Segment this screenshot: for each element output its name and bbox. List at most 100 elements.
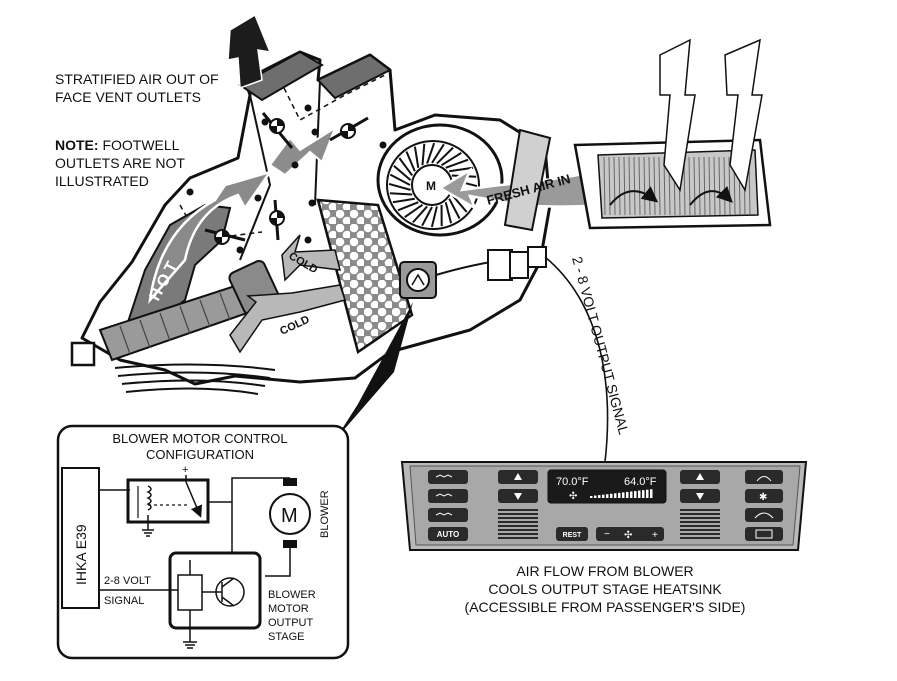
auto-label: AUTO: [437, 530, 460, 539]
signal-label-line1: 2-8 VOLT: [104, 575, 151, 587]
note-bold: NOTE:: [55, 137, 99, 153]
fan-speed-rocker[interactable]: [596, 527, 664, 541]
fan-level-bars: [590, 489, 653, 498]
ac-button[interactable]: [745, 489, 783, 503]
fan-blade: [441, 151, 462, 167]
note-line3: ILLUSTRATED: [55, 173, 149, 189]
vent-lower-button[interactable]: [428, 508, 468, 522]
fan-blade: [426, 142, 436, 164]
fan-blade: [388, 182, 411, 191]
filter-pleat: [638, 156, 641, 216]
fan-level-bar: [622, 492, 625, 498]
fan-blade: [398, 157, 413, 177]
grille-slat: [680, 509, 720, 511]
fan-level-bar: [602, 494, 605, 498]
vent-upper-button[interactable]: [428, 470, 468, 484]
fan-level-bar: [606, 494, 609, 498]
signal-connector: [435, 246, 609, 463]
filter-pleat: [623, 156, 626, 216]
filter-pleat: [633, 156, 636, 216]
hot-air-arrow: [148, 169, 274, 304]
signal-label-line2: SIGNAL: [104, 595, 144, 607]
fan-minus[interactable]: −: [604, 529, 610, 540]
grille-slat: [498, 529, 538, 531]
blower-motor-symbol: [269, 493, 311, 535]
vent-middle-button[interactable]: [428, 489, 468, 503]
ihka-module: [61, 467, 100, 609]
climate-control-panel: AUTO 70.0°F 64.0°F ✣ REST − + ✣: [400, 461, 808, 551]
airflow-line2: COOLS OUTPUT STAGE HEATSINK: [488, 581, 722, 597]
ihka-label: IHKA E39: [73, 524, 89, 585]
fan-blade: [389, 192, 413, 196]
airflow-line1: AIR FLOW FROM BLOWER: [516, 563, 693, 579]
schematic-motor-letter: M: [281, 505, 298, 527]
rear-defrost-button[interactable]: [745, 527, 783, 541]
filter-pleat: [688, 156, 691, 216]
filter-pleat: [643, 156, 646, 216]
fan-blade: [445, 158, 469, 169]
fan-level-bar: [598, 495, 601, 498]
filter-pleat: [653, 156, 656, 216]
footwell-ribs: [114, 363, 276, 395]
fan-blade: [389, 173, 411, 186]
output-label-line2: MOTOR: [268, 603, 309, 615]
drain-connector: [70, 341, 96, 367]
filter-pleat: [703, 156, 706, 216]
fan-level-bar: [594, 495, 597, 498]
note-line1: FOOTWELL: [99, 137, 180, 153]
fan-blade: [413, 146, 420, 168]
right-grille: [680, 509, 720, 539]
fan-level-bar: [614, 493, 617, 498]
snowflake-icon: ✱: [759, 492, 767, 503]
stratified-label-line2: FACE VENT OUTLETS: [55, 89, 201, 105]
filter-pleat: [618, 156, 621, 216]
blower-fan: [376, 123, 504, 237]
note-label: NOTE: FOOTWELL: [55, 137, 180, 153]
grille-slat: [498, 533, 538, 535]
stratified-label-line1: STRATIFIED AIR OUT OF: [55, 71, 219, 87]
schematic-title-line2: CONFIGURATION: [146, 447, 254, 462]
grille-slat: [498, 509, 538, 511]
fan-blade: [421, 206, 433, 227]
filter-pleat: [658, 156, 661, 216]
grille-slat: [680, 525, 720, 527]
fan-blade: [404, 203, 424, 218]
output-label-line1: BLOWER: [268, 589, 316, 601]
fan-level-bar: [634, 491, 637, 498]
grille-slat: [680, 537, 720, 539]
schematic-title-line1: BLOWER MOTOR CONTROL: [112, 431, 287, 446]
output-signal-label: 2 - 8 VOLT OUTPUT SIGNAL: [569, 255, 632, 437]
filter-pleat: [603, 156, 606, 216]
auto-button[interactable]: [428, 527, 468, 541]
blower-label: BLOWER: [319, 490, 331, 538]
left-temperature: 70.0°F: [556, 476, 589, 488]
grille-slat: [498, 521, 538, 523]
rest-button[interactable]: [556, 527, 588, 541]
fan-level-bar: [626, 491, 629, 498]
left-grille: [498, 509, 538, 539]
fan-blade: [421, 143, 426, 166]
recirculation-button[interactable]: [745, 508, 783, 522]
fan-blade: [405, 151, 416, 172]
filter-pleat: [613, 156, 616, 216]
fan-blade: [397, 201, 419, 212]
rest-label: REST: [563, 532, 582, 539]
cold-upper-arrow: [281, 234, 341, 282]
evaporator-core: [316, 198, 414, 355]
grille-slat: [498, 537, 538, 539]
fan-blade: [444, 201, 453, 224]
grille-slat: [498, 517, 538, 519]
left-buttons: AUTO: [428, 470, 468, 541]
grille-slat: [680, 513, 720, 515]
blower-motor-letter: M: [426, 179, 436, 193]
grille-slat: [680, 533, 720, 535]
fan-plus[interactable]: +: [652, 530, 658, 541]
fan-level-bar: [630, 491, 633, 498]
grille-slat: [680, 529, 720, 531]
cold-lower-arrow: [229, 284, 346, 354]
filter-pleat: [708, 156, 711, 216]
fan-level-bar: [646, 489, 649, 498]
filter-pleat: [713, 156, 716, 216]
supply-plus: +: [182, 464, 188, 476]
